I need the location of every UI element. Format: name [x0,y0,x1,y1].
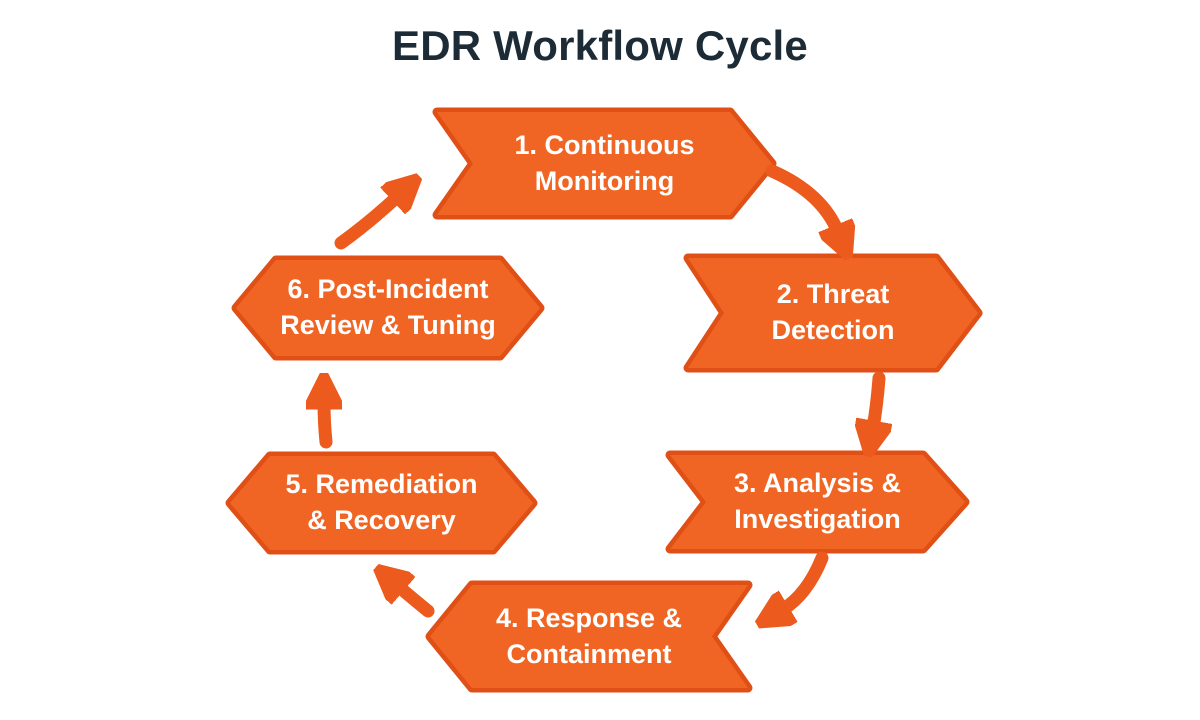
step-5-banner [225,451,538,555]
page-title: EDR Workflow Cycle [392,22,808,69]
arrow-step3-to-step4 [782,551,829,610]
step-4-banner [425,580,753,693]
arrow-step6-to-step1 [334,196,398,250]
arrow-step4-to-step5 [398,586,435,618]
step-3-banner [665,450,970,554]
step-6-banner [231,255,545,361]
arrow-step5-to-step6 [324,402,326,449]
step-2-banner [683,253,983,373]
step-1-banner [432,107,777,220]
arrow-step2-to-step3 [873,371,879,428]
arrow-step1-to-step2 [765,164,838,232]
